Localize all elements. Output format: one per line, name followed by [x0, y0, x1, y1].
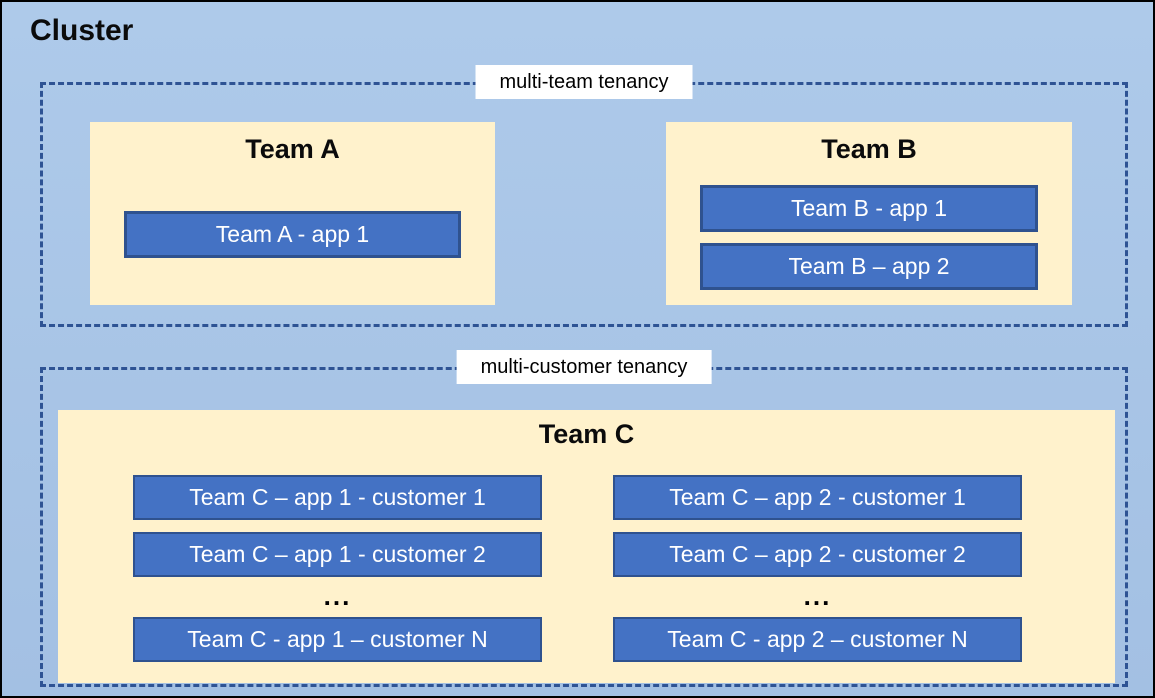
team-c-title: Team C	[538, 419, 635, 449]
team-b-box: Team B Team B - app 1 Team B – app 2	[666, 122, 1072, 305]
team-c-app2-ellipsis: ...	[803, 581, 832, 611]
team-a-app-1-box: Team A - app 1	[124, 211, 461, 258]
team-c-app1-ellipsis: ...	[323, 581, 352, 611]
team-c-app2-customer2-box: Team C – app 2 - customer 2	[613, 532, 1022, 577]
team-c-app1-column: Team C – app 1 - customer 1 Team C – app…	[133, 475, 542, 662]
team-a-title: Team A	[245, 134, 340, 164]
multi-customer-tenancy-label: multi-customer tenancy	[456, 350, 712, 384]
multi-team-tenancy-zone: multi-team tenancy Team A Team A - app 1…	[40, 65, 1128, 327]
multi-customer-tenancy-zone: multi-customer tenancy Team C Team C – a…	[40, 350, 1128, 687]
multi-team-tenancy-label: multi-team tenancy	[475, 65, 693, 99]
team-b-app-1-box: Team B - app 1	[700, 185, 1038, 232]
team-b-title: Team B	[821, 134, 917, 164]
team-c-app1-customer2-box: Team C – app 1 - customer 2	[133, 532, 542, 577]
team-b-app-2-box: Team B – app 2	[700, 243, 1038, 290]
team-c-app2-customer1-box: Team C – app 2 - customer 1	[613, 475, 1022, 520]
team-a-box: Team A Team A - app 1	[90, 122, 495, 305]
team-c-app2-column: Team C – app 2 - customer 1 Team C – app…	[613, 475, 1022, 662]
team-c-box: Team C Team C – app 1 - customer 1 Team …	[58, 410, 1115, 683]
team-c-app2-customerN-box: Team C - app 2 – customer N	[613, 617, 1022, 662]
team-c-app1-customer1-box: Team C – app 1 - customer 1	[133, 475, 542, 520]
cluster-title: Cluster	[30, 14, 134, 47]
team-c-app1-customerN-box: Team C - app 1 – customer N	[133, 617, 542, 662]
